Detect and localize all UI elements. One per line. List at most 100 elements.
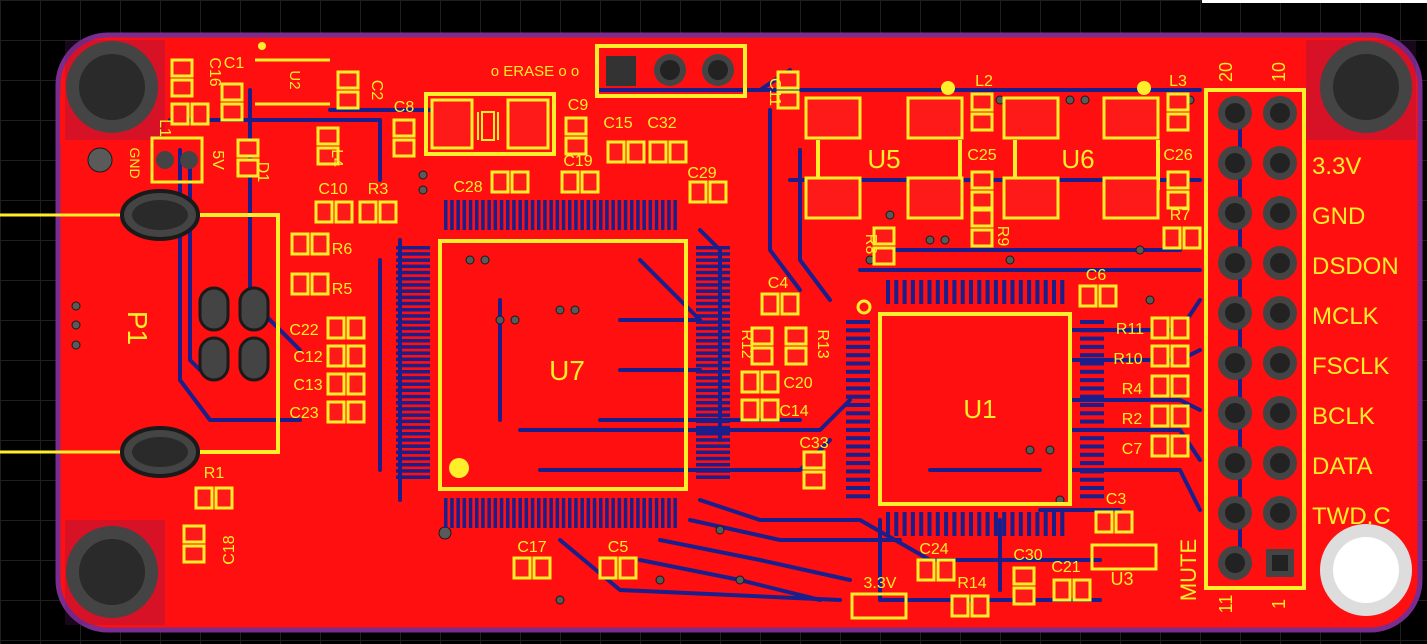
part-c19: C19: [560, 153, 600, 194]
part-c29: C29: [687, 165, 728, 204]
part-c24: C24: [916, 541, 956, 582]
ic-u7: U7: [396, 200, 730, 528]
part-label: D1: [254, 162, 271, 183]
part-c22: C22: [289, 316, 366, 340]
part-label: C9: [568, 97, 589, 114]
u5-label: U5: [867, 144, 900, 174]
part-r1: R1: [194, 465, 234, 510]
part-c32: C32: [647, 115, 688, 164]
bottom-33v-label: 3.3V: [864, 575, 897, 592]
part-c10: C10: [314, 181, 354, 224]
ic-u3: U3: [1090, 543, 1158, 589]
u2-label: U2: [286, 70, 303, 89]
part-r9: R9: [970, 208, 1011, 248]
part-l2: L2: [970, 73, 994, 132]
pin-11-label: 11: [1216, 595, 1236, 614]
part-c12: C12: [293, 344, 366, 368]
header-signal-label: DSDON: [1312, 253, 1399, 280]
part-c20: C20: [740, 370, 813, 394]
part-label: R13: [814, 329, 831, 358]
power-header: GND 5V: [127, 136, 226, 184]
part-r4: R4: [1122, 374, 1190, 398]
p1-label: P1: [122, 311, 153, 345]
bottom-33v: 3.3V: [850, 575, 908, 620]
part-l4: L4: [316, 126, 345, 167]
part-label: R14: [957, 575, 986, 592]
part-c16: C16: [170, 57, 223, 98]
part-label: C19: [563, 153, 592, 170]
part-c14: C14: [740, 398, 809, 422]
u1-label: U1: [963, 394, 996, 424]
part-label: C7: [1122, 441, 1143, 458]
part-label: C14: [779, 403, 808, 420]
mute-label: MUTE: [1176, 539, 1201, 601]
part-label: R1: [204, 465, 225, 482]
part-c18: C18: [182, 524, 238, 565]
part-label: C20: [783, 375, 812, 392]
u3-label: U3: [1110, 569, 1133, 589]
part-c28: C28: [453, 170, 530, 196]
part-r5: R5: [290, 272, 352, 298]
part-r8: R8: [862, 226, 896, 266]
part-label: C4: [768, 275, 789, 292]
u6-label: U6: [1061, 144, 1094, 174]
vias: [71, 95, 1195, 605]
part-label: C29: [687, 165, 716, 182]
ic-u1: U1: [846, 280, 1104, 536]
part-label: R8: [862, 234, 879, 255]
part-label: R11: [1116, 321, 1144, 338]
part-label: L4: [328, 149, 345, 167]
header-signal-label: DATA: [1312, 453, 1372, 480]
part-label: R6: [332, 241, 353, 258]
part-label: R7: [1170, 207, 1191, 224]
part-c4: C4: [760, 275, 800, 316]
ic-u5: U5: [804, 81, 964, 220]
part-c23: C23: [289, 400, 366, 424]
part-c33: C33: [799, 435, 829, 490]
part-c2: C2: [336, 70, 385, 110]
part-label: R3: [368, 181, 389, 198]
ic-u6: U6: [1002, 81, 1160, 220]
part-label: C5: [608, 539, 629, 556]
part-c17: C17: [512, 539, 552, 580]
part-label: C32: [647, 115, 676, 132]
part-c26: C26: [1163, 147, 1193, 210]
header-signal-label: GND: [1312, 203, 1365, 230]
part-label: C3: [1106, 491, 1127, 508]
erase-label: o ERASE o o: [491, 63, 579, 80]
part-c30: C30: [1012, 547, 1043, 606]
part-r6: R6: [290, 232, 353, 258]
part-label: C2: [368, 80, 385, 101]
part-r13: R13: [784, 326, 831, 366]
part-c21: C21: [1051, 559, 1092, 602]
crystal: [424, 92, 556, 156]
part-label: C18: [221, 535, 238, 564]
part-label: R12: [738, 329, 755, 358]
part-r10: R10: [1113, 344, 1190, 368]
part-label: C1: [224, 55, 245, 72]
part-label: C23: [289, 405, 318, 422]
part-r3: R3: [358, 181, 398, 224]
part-c6: C6: [1078, 267, 1118, 308]
part-label: C15: [603, 115, 632, 132]
part-label: R9: [994, 226, 1011, 247]
part-label: R10: [1113, 351, 1142, 368]
connector-p1: P1: [0, 189, 280, 478]
part-label: C17: [517, 539, 546, 556]
part-label: C12: [293, 349, 322, 366]
part-r11: R11: [1116, 316, 1190, 340]
part-l1: L1: [156, 102, 210, 137]
part-c3: C3: [1094, 491, 1134, 534]
part-c5: C5: [598, 539, 638, 580]
part-label: C25: [967, 147, 996, 164]
part-c13: C13: [293, 372, 366, 396]
pin-1-label: 1: [1269, 599, 1289, 609]
part-label: C26: [1163, 147, 1192, 164]
part-c8: C8: [392, 99, 416, 158]
part-c1: C1: [220, 55, 245, 122]
part-c11: C11: [766, 70, 800, 110]
